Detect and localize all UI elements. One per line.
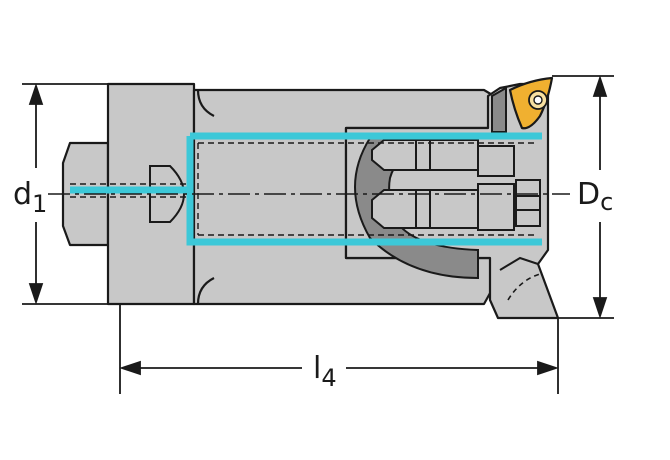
dimension-l4 [119,304,559,394]
cutting-insert [508,76,554,130]
d1-label: d1 [13,177,47,218]
dc-arrow-top [592,75,608,97]
upper-bolt [371,139,479,171]
bolt-head-lower [477,183,515,231]
coolant-channels [70,132,542,246]
l4-arrow-right [537,360,559,376]
insert-screw-inner [533,95,543,105]
l4-arrow-left [119,360,141,376]
lower-insert-seat [507,273,541,301]
lower-insert-edge [499,256,539,271]
insert-pocket [491,86,507,133]
dimension-dc [552,75,614,319]
d1-arrow-top [28,83,44,105]
d1-arrow-bottom [28,283,44,305]
bolt-head-upper [477,145,515,177]
coolant-outline [186,132,542,246]
dc-arrow-bottom [592,297,608,319]
dc-label: Dc [577,177,613,216]
inner-parts [371,139,541,231]
coolant-dashes [70,142,538,236]
dimension-d1 [22,83,108,305]
front-screw [515,179,541,227]
body-shoulder [196,89,215,305]
lower-bolt [371,189,479,229]
l4-label: l4 [313,351,337,392]
